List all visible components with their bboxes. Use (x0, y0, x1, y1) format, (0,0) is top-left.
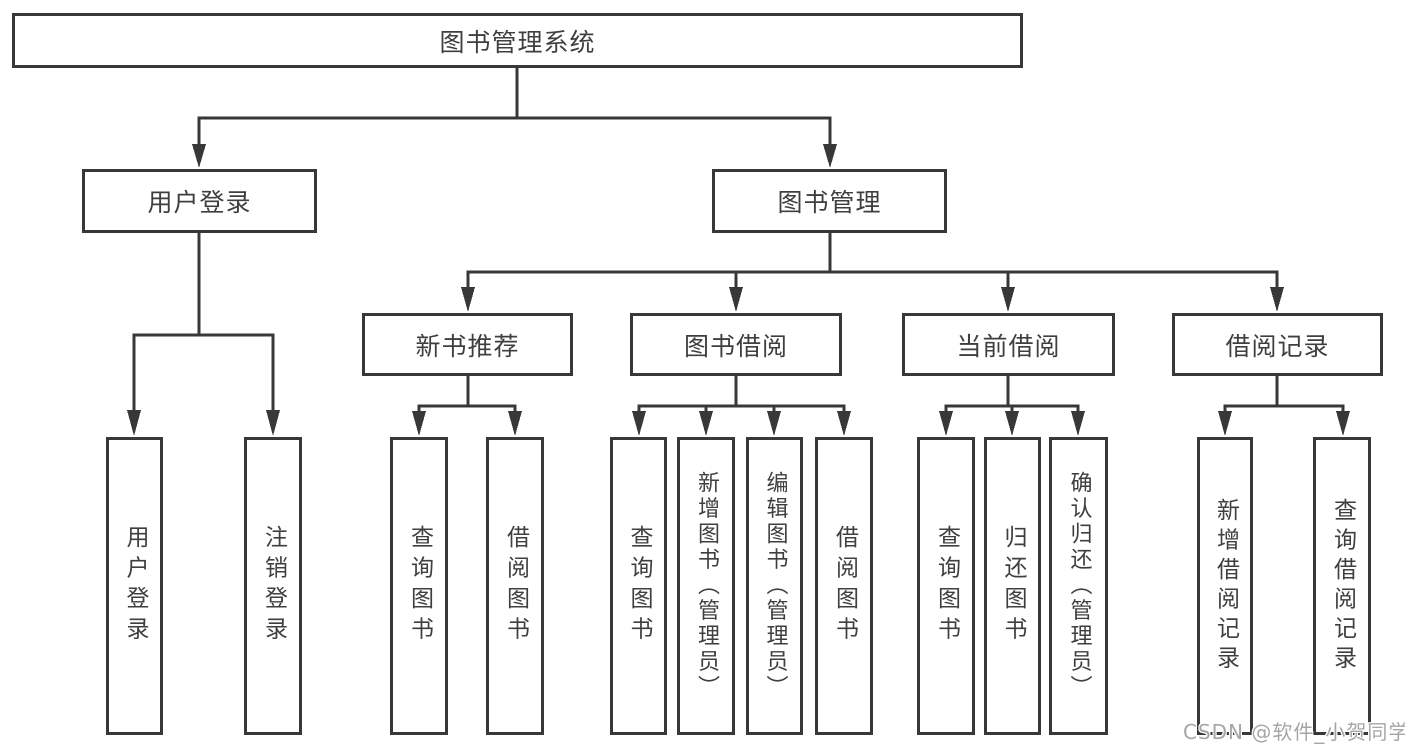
node-book-management: 图书管理 (712, 169, 947, 233)
leaf-query-book-borrow: 查询图书 (610, 437, 667, 735)
node-book-borrow: 图书借阅 (630, 313, 842, 376)
csdn-watermark: CSDN @软件_小贺同学 (1183, 720, 1405, 744)
edge-root-to-level2 (192, 68, 837, 168)
leaf-edit-book-admin: 编辑图书（管理员） (746, 437, 803, 735)
leaf-confirm-return-admin: 确认归还（管理员） (1049, 437, 1108, 735)
leaf-add-book-admin: 新增图书（管理员） (677, 437, 735, 735)
leaf-borrow-book-newbook: 借阅图书 (486, 437, 544, 735)
leaf-add-borrow-record: 新增借阅记录 (1197, 437, 1253, 735)
leaf-return-book: 归还图书 (984, 437, 1041, 735)
leaf-query-borrow-record: 查询借阅记录 (1313, 437, 1371, 735)
node-new-book-recommend: 新书推荐 (362, 313, 573, 376)
leaf-logout: 注销登录 (244, 437, 302, 735)
leaf-query-book-current: 查询图书 (917, 437, 975, 735)
edge-borrow-record-to-leaves (1218, 376, 1350, 436)
leaf-borrow-book-borrow: 借阅图书 (815, 437, 873, 735)
edge-book-mgmt-to-level3 (461, 233, 1284, 312)
node-user-login: 用户登录 (82, 169, 317, 233)
node-current-borrow: 当前借阅 (902, 313, 1115, 376)
node-library-management-system: 图书管理系统 (12, 13, 1023, 68)
edge-user-login-to-leaves (127, 233, 280, 436)
node-borrow-record: 借阅记录 (1172, 313, 1383, 376)
leaf-query-book-newbook: 查询图书 (390, 437, 448, 735)
leaf-user-login: 用户登录 (106, 437, 163, 735)
edge-book-borrow-to-leaves (632, 376, 851, 436)
edge-current-borrow-to-leaves (939, 376, 1085, 436)
edge-new-book-to-leaves (412, 376, 522, 436)
